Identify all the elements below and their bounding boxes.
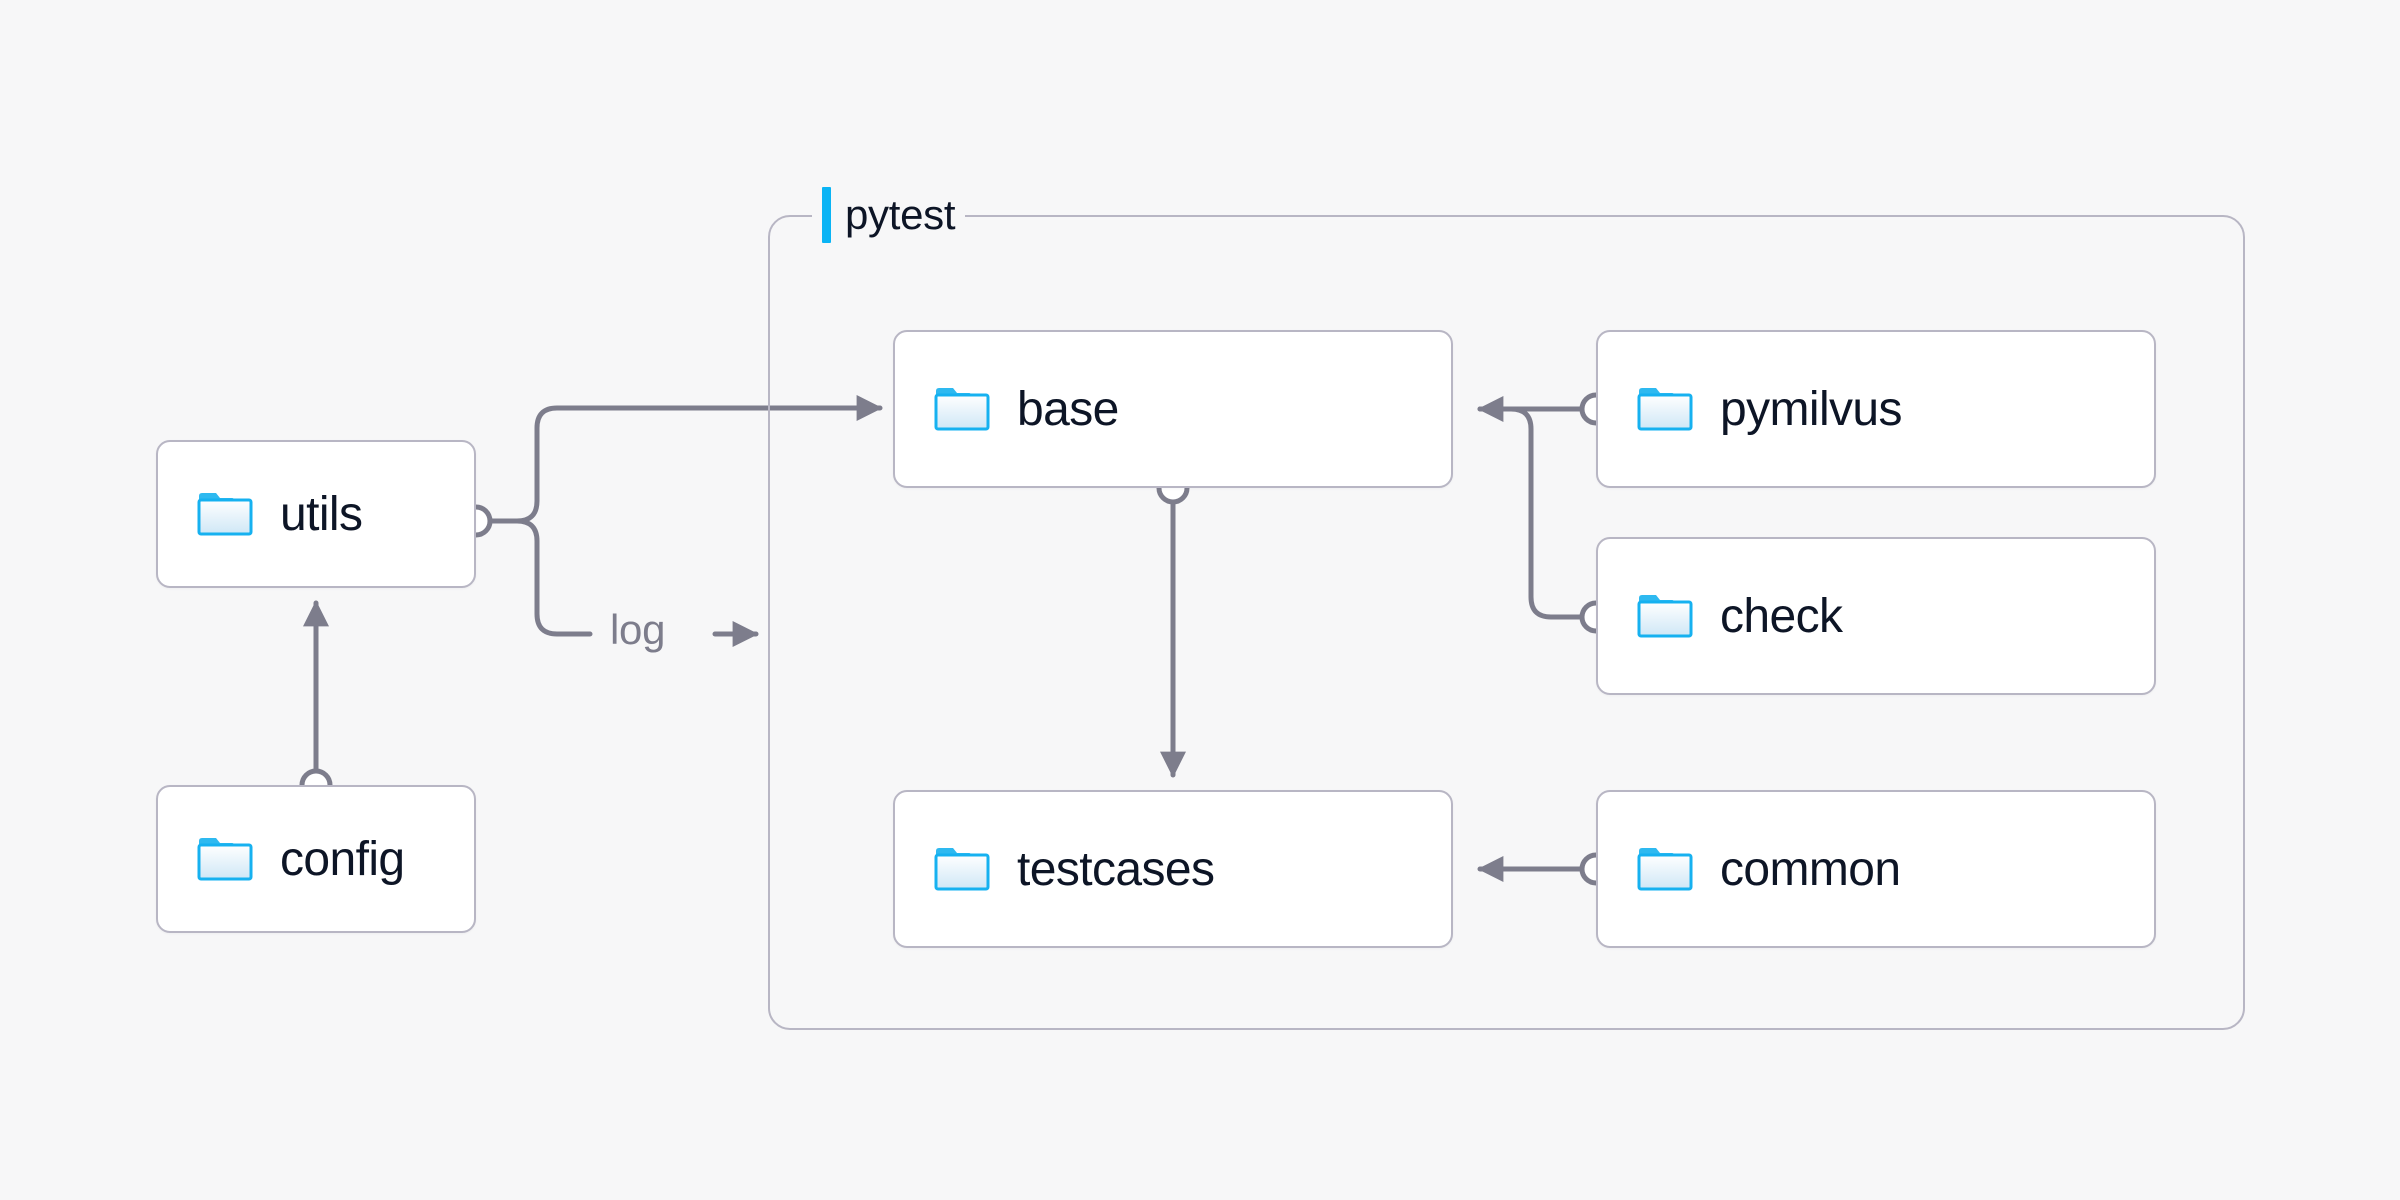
group-accent-bar <box>822 187 831 243</box>
folder-icon <box>934 848 990 891</box>
node-config[interactable]: config <box>156 785 476 933</box>
node-utils-label: utils <box>280 487 363 541</box>
node-pymilvus[interactable]: pymilvus <box>1596 330 2156 488</box>
node-check[interactable]: check <box>1596 537 2156 695</box>
folder-icon <box>1637 595 1693 638</box>
node-pymilvus-label: pymilvus <box>1720 382 1903 436</box>
folder-icon <box>197 493 253 536</box>
edge-utils-to-log <box>487 518 593 637</box>
folder-icon <box>934 388 990 431</box>
node-testcases-label: testcases <box>1017 842 1215 896</box>
group-pytest[interactable] <box>768 215 2245 1030</box>
group-pytest-label-wrap: pytest <box>812 186 966 244</box>
node-config-label: config <box>280 832 405 886</box>
folder-icon <box>1637 848 1693 891</box>
node-check-label: check <box>1720 589 1843 643</box>
node-testcases[interactable]: testcases <box>893 790 1453 948</box>
folder-icon <box>197 838 253 881</box>
node-common[interactable]: common <box>1596 790 2156 948</box>
node-utils[interactable]: utils <box>156 440 476 588</box>
node-base-label: base <box>1017 382 1119 436</box>
group-pytest-label: pytest <box>845 191 956 238</box>
node-base[interactable]: base <box>893 330 1453 488</box>
edge-label-log: log <box>604 606 672 654</box>
node-common-label: common <box>1720 842 1901 896</box>
folder-icon <box>1637 388 1693 431</box>
